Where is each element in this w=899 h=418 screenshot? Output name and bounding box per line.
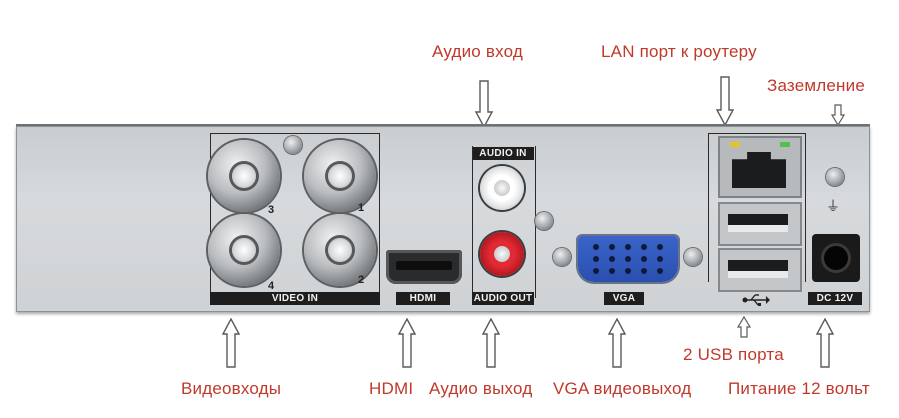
arrow-down-ground — [831, 104, 845, 126]
audio-in-jack[interactable] — [480, 166, 524, 210]
lan-port[interactable] — [718, 136, 802, 198]
usb-symbol-icon — [742, 293, 770, 307]
callout-ground: Заземление — [767, 76, 865, 95]
ground-symbol-icon: ⏚ — [826, 198, 840, 214]
arrow-up-power — [816, 318, 834, 368]
audio-in-label: AUDIO IN — [472, 147, 534, 160]
audio-out-jack[interactable] — [480, 232, 524, 276]
arrow-up-hdmi — [398, 318, 416, 368]
hdmi-port[interactable] — [386, 250, 462, 284]
audio-out-label: AUDIO OUT — [472, 292, 534, 305]
dc-power-jack[interactable] — [812, 234, 860, 282]
hdmi-label: HDMI — [396, 292, 450, 305]
screw-icon — [284, 136, 302, 154]
usb-port-1[interactable] — [718, 202, 802, 246]
callout-usb: 2 USB порта — [683, 345, 784, 364]
arrow-down-audio-in — [475, 80, 493, 128]
video-in-label: VIDEO IN — [210, 292, 380, 305]
callout-vga: VGA видеовыход — [553, 379, 692, 398]
bnc-number: 2 — [358, 274, 365, 286]
callout-video-in: Видеовходы — [181, 379, 282, 398]
video-in-bracket — [210, 133, 380, 296]
screw-icon — [553, 248, 571, 266]
callout-lan: LAN порт к роутеру — [601, 42, 757, 61]
lan-led-green — [780, 142, 790, 147]
bnc-number: 4 — [268, 280, 275, 292]
callout-power: Питание 12 вольт — [728, 379, 870, 398]
screw-icon — [535, 212, 553, 230]
arrow-up-audio-out — [482, 318, 500, 368]
dc-label: DC 12V — [808, 292, 862, 305]
bnc-number: 3 — [268, 204, 275, 216]
callout-audio-out: Аудио выход — [429, 379, 533, 398]
arrow-down-lan — [716, 76, 734, 126]
bnc-number: 1 — [358, 202, 365, 214]
usb-port-2[interactable] — [718, 248, 802, 292]
bnc-connector-1[interactable] — [304, 140, 376, 212]
callout-hdmi: HDMI — [369, 379, 414, 398]
bnc-connector-4[interactable] — [208, 214, 280, 286]
vga-port[interactable] — [578, 236, 678, 282]
bnc-connector-3[interactable] — [208, 140, 280, 212]
lan-led-yellow — [730, 142, 740, 147]
ground-screw-icon — [826, 168, 844, 186]
callout-audio-in: Аудио вход — [432, 42, 524, 61]
screw-icon — [684, 248, 702, 266]
arrow-up-video-in — [222, 318, 240, 368]
arrow-up-vga — [608, 318, 626, 368]
arrow-up-usb — [737, 316, 751, 338]
bnc-connector-2[interactable] — [304, 214, 376, 286]
vga-label: VGA — [604, 292, 644, 305]
lan-usb-bracket — [708, 133, 806, 282]
